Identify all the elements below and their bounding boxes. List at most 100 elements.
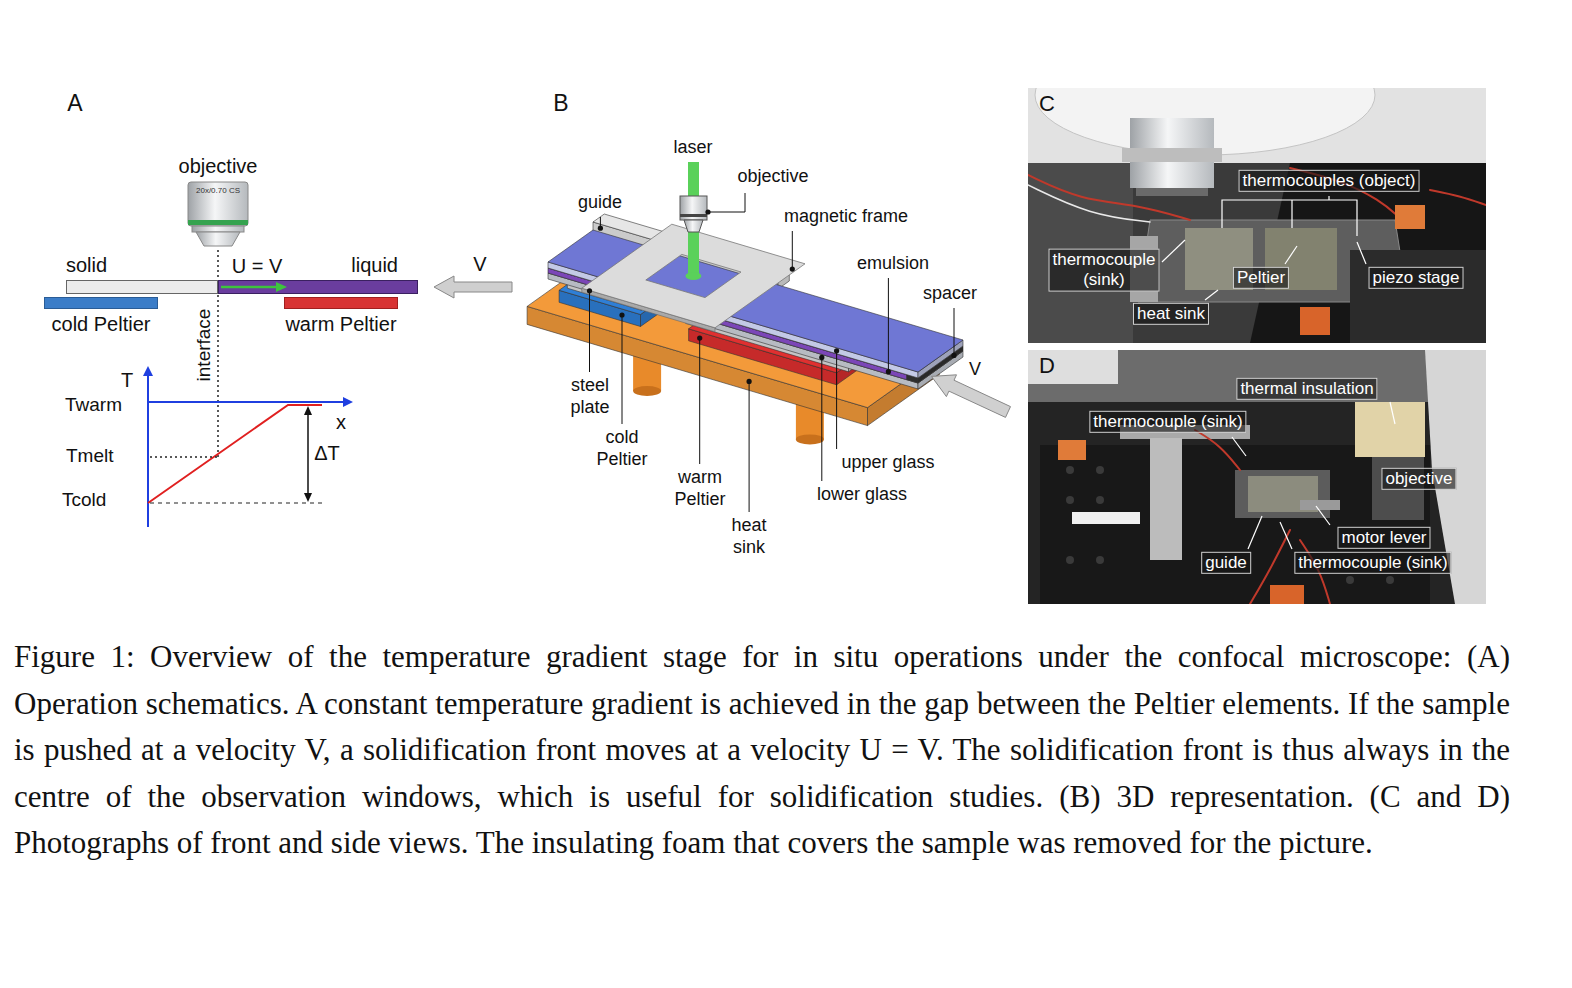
part-label: cold Peltier (596, 427, 647, 470)
photo-label: thermal insulation (1236, 378, 1377, 400)
velocity-label: U = V (232, 254, 283, 278)
cold-level-line (150, 502, 322, 503)
wire (1195, 430, 1240, 470)
axis-label: x (336, 410, 346, 434)
sample-holder (1235, 470, 1330, 518)
phase-label: solid (66, 253, 218, 277)
stage-hole (1346, 576, 1354, 584)
leader-line (1285, 246, 1297, 264)
leader-line (708, 193, 745, 212)
temperature-axis (147, 374, 149, 527)
axis-arrowhead (143, 366, 153, 376)
stage-hole (1096, 496, 1104, 504)
stage-hole (1066, 556, 1074, 564)
back-wall (1028, 350, 1486, 402)
light-patch (1028, 350, 1118, 384)
warm-peltier: warm Peltier (284, 297, 398, 336)
stage-hole (1096, 556, 1104, 564)
part-label: spacer (923, 283, 977, 305)
photo-label: thermocouple (sink) (1294, 552, 1451, 574)
tape (1058, 440, 1086, 460)
panel-letter: C (1039, 91, 1055, 117)
leader-dot (834, 348, 839, 353)
leader-dot (705, 209, 710, 214)
photo-label: motor lever (1337, 527, 1430, 549)
liquid-bar (218, 280, 418, 294)
objective-label: objective (176, 154, 260, 178)
temperature-profile (148, 405, 322, 503)
axis-label: Tcold (62, 489, 106, 512)
objective-lens (680, 196, 707, 220)
part-label: guide (578, 192, 622, 214)
leader-line (888, 278, 889, 372)
axis-label: Twarm (65, 394, 122, 417)
heat-sink-leg (796, 434, 824, 444)
laser-spot (685, 272, 701, 280)
push-arrow (932, 375, 1011, 418)
heat-sink-leg (633, 386, 661, 396)
leader-line (1316, 506, 1330, 525)
leader-line (622, 315, 623, 424)
leader-line (1280, 522, 1292, 549)
tape (1300, 307, 1330, 335)
part-label: upper glass (841, 452, 934, 474)
photo-label: heat sink (1133, 303, 1209, 325)
part-label: laser (673, 137, 712, 159)
leader-dot (619, 312, 624, 317)
leader-dot (819, 355, 824, 360)
bracket-line (1328, 196, 1329, 200)
dimension-label: ΔT (314, 441, 340, 465)
phase-label: warm Peltier (284, 312, 398, 336)
objective-node: objective20x/0.70 CS (176, 154, 260, 248)
objective-ring (1122, 148, 1222, 162)
paper-strip (1072, 512, 1140, 524)
leader-dot (697, 336, 702, 341)
leader-line (699, 338, 700, 464)
wire (1028, 175, 1190, 220)
part-label: heat sink (731, 515, 766, 558)
photo-front-view (1028, 88, 1486, 343)
leader-dot (747, 379, 752, 384)
axis-arrowhead (343, 397, 353, 407)
leader-line (1232, 437, 1246, 456)
solid-phase: solid (66, 253, 218, 294)
objective-tip (196, 232, 240, 246)
leader-line (749, 381, 750, 512)
leader-line (954, 308, 955, 355)
photo-background (1028, 350, 1486, 604)
stage-hole (1386, 576, 1394, 584)
piezo-stage (1350, 250, 1486, 343)
leader-dot (587, 288, 592, 293)
leader-line (821, 357, 822, 481)
velocity-label: V (473, 252, 486, 276)
tape (1270, 585, 1304, 604)
wire (1028, 185, 1150, 222)
tape (1395, 205, 1425, 229)
interface-label: interface (193, 309, 216, 382)
panel-b-art (527, 162, 1010, 512)
objective-band (680, 214, 707, 217)
stage-plate (1040, 445, 1430, 604)
panel-letter: D (1039, 353, 1055, 379)
phase-label: cold Peltier (44, 312, 158, 336)
objective-collar (192, 226, 244, 232)
leader-line (1205, 290, 1218, 300)
warm-peltier-bar (284, 297, 398, 309)
thermal-foam (1355, 402, 1425, 457)
photo-label: thermocouples (object) (1239, 170, 1420, 192)
leader-dot (951, 353, 956, 358)
objective-body: 20x/0.70 CS (178, 180, 258, 248)
photo-label: objective (1381, 468, 1456, 490)
part-label: warm Peltier (674, 467, 725, 510)
axis-label: Tmelt (66, 445, 114, 468)
part-label: objective (737, 166, 808, 188)
part-label: lower glass (817, 484, 907, 506)
axis-label: T (121, 368, 133, 392)
cold-peltier: cold Peltier (44, 297, 158, 336)
part-label: emulsion (857, 253, 929, 275)
cold-peltier-bar (44, 297, 158, 309)
photo-label: thermocouple (sink) (1089, 411, 1246, 433)
motor-lever (1300, 500, 1340, 510)
photo-label: piezo stage (1369, 267, 1464, 289)
